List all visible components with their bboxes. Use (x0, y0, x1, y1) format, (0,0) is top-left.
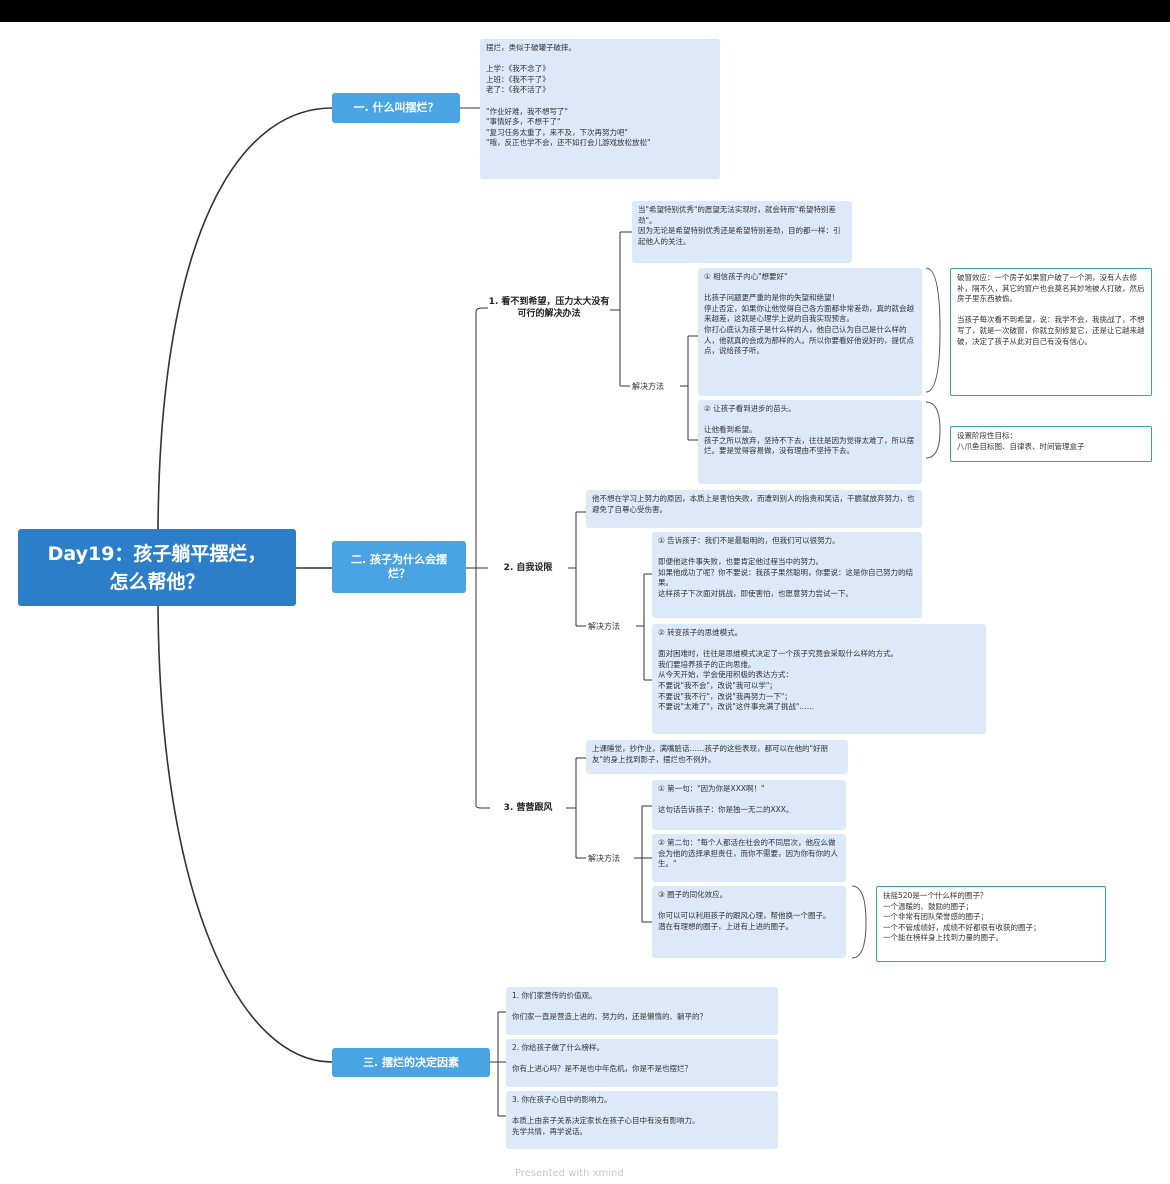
stage-goal-note: 设置阶段性目标： 八爪鱼目标图、自律表、时间管理盒子 (950, 426, 1152, 462)
second-sentence-box: ② 第二句："每个人都活在社会的不同层次，他应么做会为他的选择承担责任，而你不需… (652, 834, 846, 882)
effort-praise-box: ① 告诉孩子：我们不是最聪明的，但我们可以很努力。 即便他这件事失败，也要肯定他… (652, 532, 922, 618)
follow-intro-box: 上课睡觉，抄作业，满嘴脏话……孩子的这些表现，都可以在他的"好朋友"的身上找到影… (586, 740, 848, 774)
root-topic[interactable]: Day19：孩子躺平摆烂， 怎么帮他？ (18, 529, 296, 606)
family-values-box: 1. 你们家营传的价值观。 你们家一直是营造上进的、努力的，还是懒惰的、躺平的？ (506, 987, 778, 1035)
definition-box: 摆烂，类似于破罐子破摔。 上学：《我不念了》 上班：《我不干了》 老了：《我不活… (480, 39, 720, 179)
first-sentence-box: ① 第一句："因为你是XXX啊！" 这句话告诉孩子：你是独一无二的XXX。 (652, 780, 846, 830)
method-label-a[interactable]: 解决方法 (632, 382, 664, 391)
sub-self-limit[interactable]: 2. 自我设限 (503, 563, 553, 573)
sub-no-hope[interactable]: 1. 看不到希望，压力太大没有可行的解决办法 (488, 297, 610, 319)
see-progress-box: ② 让孩子看到进步的苗头。 让他看到希望。 孩子之所以放弃，坚持不下去，往往是因… (698, 400, 922, 484)
sub-follow-crowd[interactable]: 3. 营营跟风 (503, 803, 553, 813)
branch-why-bailan[interactable]: 二. 孩子为什么会摆烂？ (332, 541, 466, 593)
top-black-bar (0, 0, 1170, 22)
method-label-c[interactable]: 解决方法 (588, 854, 620, 863)
root-title-line2: 怎么帮他？ (109, 570, 205, 593)
root-title-line1: Day19：孩子躺平摆烂， (47, 542, 267, 565)
influence-box: 3. 你在孩子心目中的影响力。 本质上由亲子关系决定家长在孩子心目中有没有影响力… (506, 1091, 778, 1149)
circle-effect-box: ③ 圈子的同化效应。 你可以可以利用孩子的跟风心理，帮他换一个圈子。 潜在有理想… (652, 886, 846, 958)
believe-child-box: ① 相信孩子内心"想要好" 比孩子问题更严重的是你的失望和绝望！ 停止否定，如果… (698, 268, 922, 396)
mindset-change-box: ② 转变孩子的思维模式。 面对困难时，往往是思维模式决定了一个孩子究竟会采取什么… (652, 624, 986, 734)
circle-520-note: 扶摇520是一个什么样的圈子？ 一个温暖的、鼓励的圈子； 一个非常有团队荣誉感的… (876, 886, 1106, 962)
self-limit-intro-box: 他不想在学习上努力的原因，本质上是害怕失败，而遭到别人的指责和笑话，干脆就放弃努… (586, 490, 922, 528)
branch-what-is-bailan[interactable]: 一. 什么叫摆烂？ (332, 93, 460, 123)
xmind-watermark: Presented with xmind (515, 1168, 624, 1179)
branch-deciding-factors[interactable]: 三. 摆烂的决定因素 (332, 1048, 490, 1077)
method-label-b[interactable]: 解决方法 (588, 622, 620, 631)
no-hope-intro-box: 当"希望特别优秀"的愿望无法实现时，就会转而"希望特别差劲"。 因为无论是希望特… (632, 201, 852, 263)
broken-window-note: 破窗效应：一个房子如果窗户破了一个洞，没有人去修补，隔不久，其它的窗户也会莫名其… (950, 268, 1152, 396)
role-model-box: 2. 你给孩子做了什么榜样。 你有上进心吗？是不是也中年危机，你是不是也摆烂？ (506, 1039, 778, 1087)
